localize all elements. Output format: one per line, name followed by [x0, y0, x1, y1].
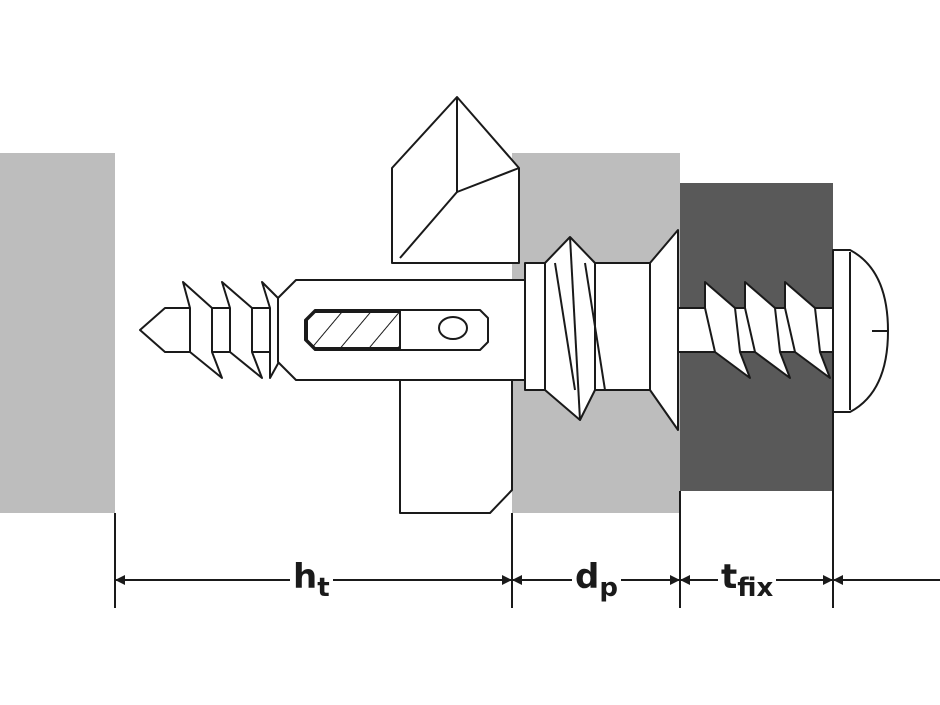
screw-head: [832, 249, 889, 413]
anchor-sleeve: [524, 229, 679, 431]
label-panel-thickness: dp: [572, 560, 621, 601]
anchor-body: [277, 279, 526, 381]
screw-tip: [139, 281, 281, 379]
label-embedment-depth: ht: [290, 560, 333, 601]
left-wall-panel: [0, 153, 115, 513]
label-fixture-thickness: tfix: [718, 560, 777, 601]
